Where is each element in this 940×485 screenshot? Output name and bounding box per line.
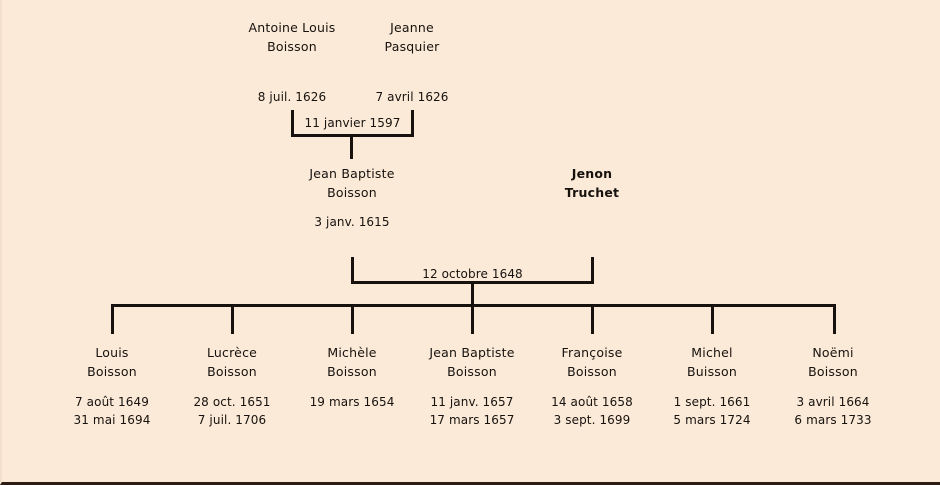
person-given-name: Louis	[95, 345, 129, 360]
person-given-name: Jeanne	[390, 20, 434, 35]
marriage2-left-stem	[351, 257, 354, 284]
person-michel-buisson[interactable]: Michel Buisson	[652, 343, 772, 382]
marriage1-date: 11 janvier 1597	[304, 116, 401, 130]
person-given-name: Françoise	[561, 345, 623, 360]
person-given-name: Antoine Louis	[248, 20, 336, 35]
person-lucrece-boisson[interactable]: Lucrèce Boisson	[172, 343, 292, 382]
date-jean-baptiste-boisson: 3 janv. 1615	[302, 213, 402, 231]
person-jean-baptiste-boisson-fils[interactable]: Jean Baptiste Boisson	[412, 343, 532, 382]
child-stem-6	[711, 304, 714, 334]
birth-date: 7 août 1649	[75, 395, 149, 409]
dates-michele-boisson: 19 mars 1654	[292, 393, 412, 411]
person-surname: Boisson	[327, 364, 377, 380]
person-jenon-truchet[interactable]: Jenon Truchet	[532, 164, 652, 203]
person-surname: Boisson	[87, 364, 137, 380]
person-surname: Buisson	[687, 364, 737, 380]
dates-noemi-boisson: 3 avril 1664 6 mars 1733	[773, 393, 893, 429]
child-stem-7	[833, 304, 836, 334]
birth-date: 11 janv. 1657	[430, 395, 514, 409]
person-surname: Boisson	[327, 185, 377, 201]
death-date: 5 mars 1724	[673, 413, 751, 427]
person-surname: Boisson	[267, 39, 317, 55]
person-given-name: Jean Baptiste	[429, 345, 515, 360]
person-given-name: Michèle	[327, 345, 377, 360]
person-surname: Boisson	[207, 364, 257, 380]
death-date: 31 mai 1694	[73, 413, 151, 427]
birth-date: 7 avril 1626	[375, 90, 449, 104]
child-stem-3	[351, 304, 354, 334]
birth-date: 8 juil. 1626	[257, 90, 327, 104]
birth-date: 1 sept. 1661	[673, 395, 751, 409]
birth-date: 3 janv. 1615	[314, 215, 390, 229]
person-given-name: Lucrèce	[206, 345, 258, 360]
death-date: 17 mars 1657	[429, 413, 515, 427]
child-stem-4	[471, 304, 474, 334]
person-antoine-louis-boisson[interactable]: Antoine Louis Boisson	[232, 18, 352, 57]
dates-michel-buisson: 1 sept. 1661 5 mars 1724	[652, 393, 772, 429]
marriage1-right-stem	[411, 110, 414, 137]
death-date: 3 sept. 1699	[553, 413, 631, 427]
person-michele-boisson[interactable]: Michèle Boisson	[292, 343, 412, 382]
child-stem-2	[231, 304, 234, 334]
person-jeanne-pasquier[interactable]: Jeanne Pasquier	[352, 18, 472, 57]
dates-francoise-boisson: 14 août 1658 3 sept. 1699	[532, 393, 652, 429]
person-given-name: Michel	[691, 345, 733, 360]
person-given-name: Jean Baptiste	[309, 166, 395, 181]
marriage2-children-drop	[471, 281, 474, 307]
birth-date: 28 oct. 1651	[193, 395, 271, 409]
person-jean-baptiste-boisson[interactable]: Jean Baptiste Boisson	[292, 164, 412, 203]
person-given-name: Noëmi	[812, 345, 854, 360]
marriage1-child-drop	[350, 134, 353, 159]
date-antoine-louis-boisson: 8 juil. 1626	[242, 88, 342, 106]
person-noemi-boisson[interactable]: Noëmi Boisson	[773, 343, 893, 382]
date-jeanne-pasquier: 7 avril 1626	[362, 88, 462, 106]
death-date: 6 mars 1733	[794, 413, 872, 427]
person-given-name: Jenon	[571, 166, 613, 181]
child-stem-1	[111, 304, 114, 334]
person-surname: Boisson	[447, 364, 497, 380]
dates-lucrece-boisson: 28 oct. 1651 7 juil. 1706	[172, 393, 292, 429]
child-stem-5	[591, 304, 594, 334]
person-francoise-boisson[interactable]: Françoise Boisson	[532, 343, 652, 382]
birth-date: 14 août 1658	[551, 395, 633, 409]
dates-jean-baptiste-boisson-fils: 11 janv. 1657 17 mars 1657	[412, 393, 532, 429]
person-surname: Boisson	[808, 364, 858, 380]
birth-date: 3 avril 1664	[796, 395, 870, 409]
person-louis-boisson[interactable]: Louis Boisson	[52, 343, 172, 382]
marriage2-right-stem	[591, 257, 594, 284]
birth-date: 19 mars 1654	[309, 395, 395, 409]
marriage1-left-stem	[291, 110, 294, 137]
person-surname: Truchet	[564, 185, 620, 201]
person-surname: Pasquier	[384, 39, 440, 55]
person-surname: Boisson	[567, 364, 617, 380]
dates-louis-boisson: 7 août 1649 31 mai 1694	[52, 393, 172, 429]
marriage2-date: 12 octobre 1648	[422, 267, 523, 281]
death-date: 7 juil. 1706	[197, 413, 267, 427]
